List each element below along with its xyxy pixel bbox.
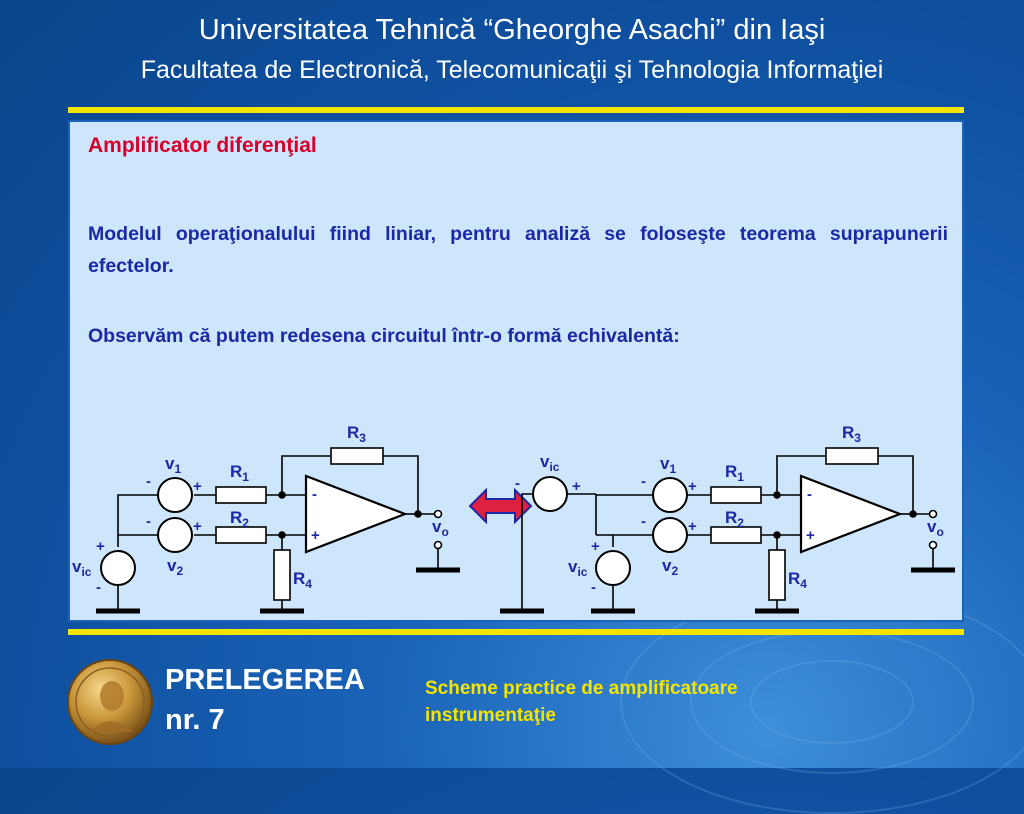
opamp-left (304, 474, 409, 554)
medal-logo (67, 659, 153, 745)
paragraph-superposition: Modelul operaţionalului fiind liniar, pe… (88, 223, 948, 277)
svg-text:R2: R2 (230, 508, 249, 530)
lecture-subtitle-line1: Scheme practice de amplificatoare (425, 678, 738, 699)
opamp-right (799, 474, 904, 554)
svg-text:+: + (591, 538, 600, 555)
svg-text:R3: R3 (347, 423, 366, 445)
svg-text:+: + (572, 478, 581, 495)
svg-text:+: + (688, 518, 697, 535)
svg-text:+: + (688, 478, 697, 495)
faculty-title: Facultatea de Electronică, Telecomunicaţ… (140, 56, 884, 84)
svg-text:v2: v2 (662, 556, 678, 578)
svg-text:-: - (146, 473, 151, 490)
paragraph-equivalent: Observăm că putem redesena circuitul înt… (88, 325, 680, 347)
circuit-left (100, 447, 443, 610)
svg-text:-: - (515, 475, 520, 492)
svg-text:R4: R4 (788, 569, 807, 591)
svg-text:vic: vic (540, 452, 560, 474)
lecture-label: PRELEGEREA (165, 664, 365, 696)
circuit-right (521, 447, 938, 610)
bottom-divider (68, 629, 964, 635)
svg-text:R4: R4 (293, 569, 312, 591)
svg-text:+: + (193, 478, 202, 495)
svg-text:+: + (311, 527, 320, 544)
content-panel: Amplificator diferenţial Modelul operaţi… (68, 120, 964, 622)
svg-text:R1: R1 (725, 462, 744, 484)
svg-text:-: - (96, 579, 101, 596)
svg-text:R1: R1 (230, 462, 249, 484)
svg-text:+: + (96, 538, 105, 555)
circuit-diagrams: R3 R1 R2 R4 v1 v2 vic vo - + - + + - - + (72, 423, 966, 624)
top-divider (68, 107, 964, 113)
svg-text:-: - (591, 579, 596, 596)
svg-text:-: - (146, 513, 151, 530)
lecture-subtitle-line2: instrumentaţie (425, 705, 556, 726)
double-arrow-icon (468, 487, 533, 525)
svg-text:-: - (807, 486, 812, 503)
svg-text:vo: vo (432, 517, 449, 539)
svg-text:v1: v1 (165, 454, 181, 476)
svg-text:vo: vo (927, 517, 944, 539)
svg-text:vic: vic (72, 557, 92, 579)
svg-text:+: + (193, 518, 202, 535)
slide-heading: Amplificator diferenţial (88, 134, 317, 157)
svg-text:R2: R2 (725, 508, 744, 530)
lecture-subtitle: Scheme practice de amplificatoare instru… (425, 675, 885, 729)
svg-text:v2: v2 (167, 556, 183, 578)
svg-text:R3: R3 (842, 423, 861, 445)
svg-text:-: - (641, 513, 646, 530)
ripple-decoration (750, 660, 914, 744)
svg-text:v1: v1 (660, 454, 676, 476)
svg-text:-: - (641, 473, 646, 490)
svg-text:-: - (312, 486, 317, 503)
university-title: Universitatea Tehnică “Gheorghe Asachi” … (198, 14, 826, 46)
svg-text:+: + (806, 527, 815, 544)
lecture-number: nr. 7 (165, 704, 225, 736)
svg-text:vic: vic (568, 557, 588, 579)
